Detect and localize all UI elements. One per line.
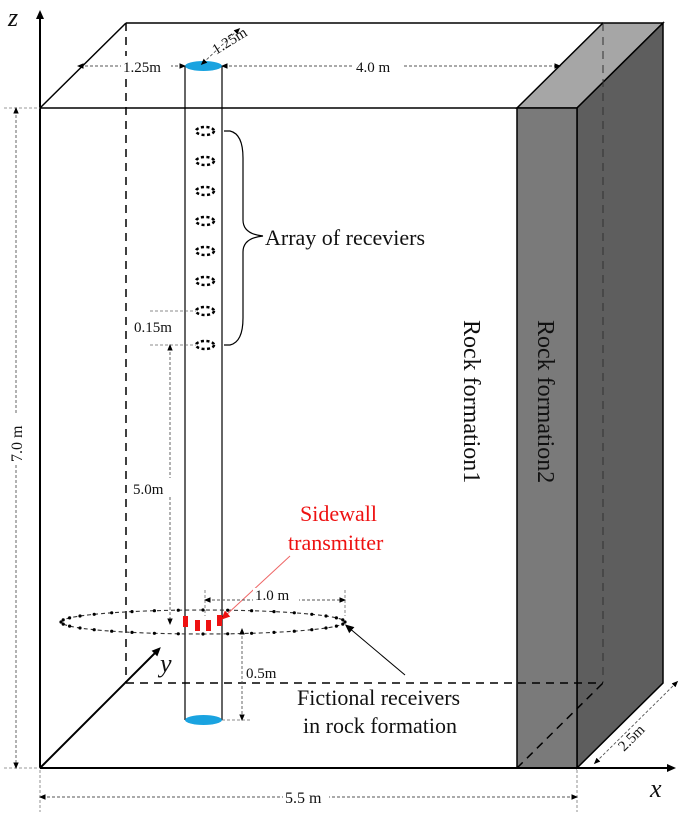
height-dim-label: 7.0 m — [9, 425, 26, 462]
y-axis-label: y — [157, 649, 172, 678]
fictional-receiver-dot — [272, 610, 276, 614]
receiver — [194, 155, 216, 167]
fictional-label-line2: in rock formation — [303, 713, 457, 738]
dim-bg — [6, 415, 26, 465]
width-dim-label: 5.5 m — [285, 790, 322, 807]
top-left-dim-label: 1.25m — [123, 60, 161, 76]
top-diag-dim-label: 1.25m — [210, 25, 251, 59]
z-axis-label: z — [7, 3, 18, 32]
depth-dim-line — [593, 680, 679, 765]
transmitter-element — [183, 616, 188, 627]
dim-bg — [352, 56, 402, 74]
transmitter-element — [195, 620, 200, 631]
fictional-receiver-dot — [110, 611, 114, 615]
box-top-left-edge — [39, 22, 127, 109]
fictional-receiver-dot — [68, 624, 72, 628]
transmitter-label-line2: transmitter — [288, 530, 384, 555]
dim-bg — [131, 478, 173, 496]
fictional-receiver-dot — [324, 614, 328, 618]
fictional-receiver-dots — [59, 608, 347, 636]
fictional-receiver-dot — [341, 622, 345, 626]
rock2-hidden-edge — [516, 682, 604, 769]
fictional-receiver-dot — [250, 631, 254, 635]
fictional-receiver-dot — [324, 626, 328, 630]
spacing-dim-label: 0.15m — [134, 320, 172, 336]
fictional-receiver-dot — [310, 612, 314, 616]
receiver — [194, 185, 216, 197]
y-axis — [39, 647, 161, 769]
fictional-receiver-dot — [310, 628, 314, 632]
dim-bg — [253, 588, 299, 604]
fictional-receiver-dot — [343, 620, 347, 624]
fictional-receiver-dot — [61, 618, 65, 622]
receiver — [194, 339, 216, 351]
fictional-receiver-dot — [292, 629, 296, 633]
fictional-receiver-dot — [201, 632, 205, 636]
transmitter-element — [206, 620, 211, 631]
receiver — [194, 305, 216, 317]
rock2-side-face — [576, 21, 664, 770]
tx-height-dim-label: 5.0m — [133, 482, 164, 498]
fictional-receiver-dot — [226, 632, 230, 636]
fictional-receiver-dot — [250, 609, 254, 613]
fictional-receiver-dot — [78, 626, 82, 630]
fictional-receiver-dot — [176, 632, 180, 636]
fictional-receiver-dot — [59, 620, 63, 624]
receiver — [194, 215, 216, 227]
fictional-receiver-dot — [226, 608, 230, 612]
depth-dim-label: 2.5m — [616, 722, 649, 755]
borehole-bottom-cap — [185, 715, 222, 725]
fictional-pointer — [344, 624, 406, 676]
fictional-receiver-dot — [152, 631, 156, 635]
label-bg — [293, 685, 493, 739]
fictional-label-line1: Fictional receivers — [297, 685, 460, 710]
fictional-receiver-dot — [110, 629, 114, 633]
fictional-receiver-dot — [334, 616, 338, 620]
fictional-receiver-dot — [78, 614, 82, 618]
x-axis-label: x — [649, 774, 662, 803]
receiver-array — [194, 125, 216, 351]
fictional-receiver-dot — [341, 618, 345, 622]
fictional-receiver-dot — [68, 616, 72, 620]
dim-bg — [283, 787, 329, 805]
receiver — [194, 245, 216, 257]
top-diag-dim-line — [200, 27, 241, 66]
fictional-receiver-ring — [60, 609, 346, 635]
transmitter-label-line1: Sidewall — [300, 501, 377, 526]
fictional-receiver-dot — [201, 608, 205, 612]
fictional-receiver-dot — [92, 628, 96, 632]
dim-bg — [121, 56, 171, 74]
fictional-receiver-dot — [130, 610, 134, 614]
receiver-array-brace — [224, 130, 264, 346]
fictional-receiver-dot — [272, 630, 276, 635]
ring-radius-dim-label: 1.0 m — [255, 588, 290, 604]
sidewall-transmitter — [183, 615, 222, 631]
transmitter-element — [217, 615, 222, 626]
fictional-receiver-dot — [61, 622, 65, 626]
fictional-receiver-dot — [292, 611, 296, 615]
fictional-receiver-dot — [152, 609, 156, 613]
array-label: Array of receviers — [265, 225, 425, 250]
fictional-receiver-dot — [176, 608, 180, 612]
fictional-receiver-dot — [92, 612, 96, 616]
receiver — [194, 125, 216, 137]
fictional-receiver-dot — [334, 624, 338, 628]
rock2-label: Rock formation2 — [532, 320, 558, 483]
rock1-label: Rock formation1 — [458, 320, 484, 483]
fictional-receiver-dot — [130, 630, 134, 635]
transmitter-pointer — [221, 555, 291, 620]
bottom-offset-dim-label: 0.5m — [246, 666, 277, 682]
top-right-dim-label: 4.0 m — [356, 60, 391, 76]
receiver — [194, 275, 216, 287]
